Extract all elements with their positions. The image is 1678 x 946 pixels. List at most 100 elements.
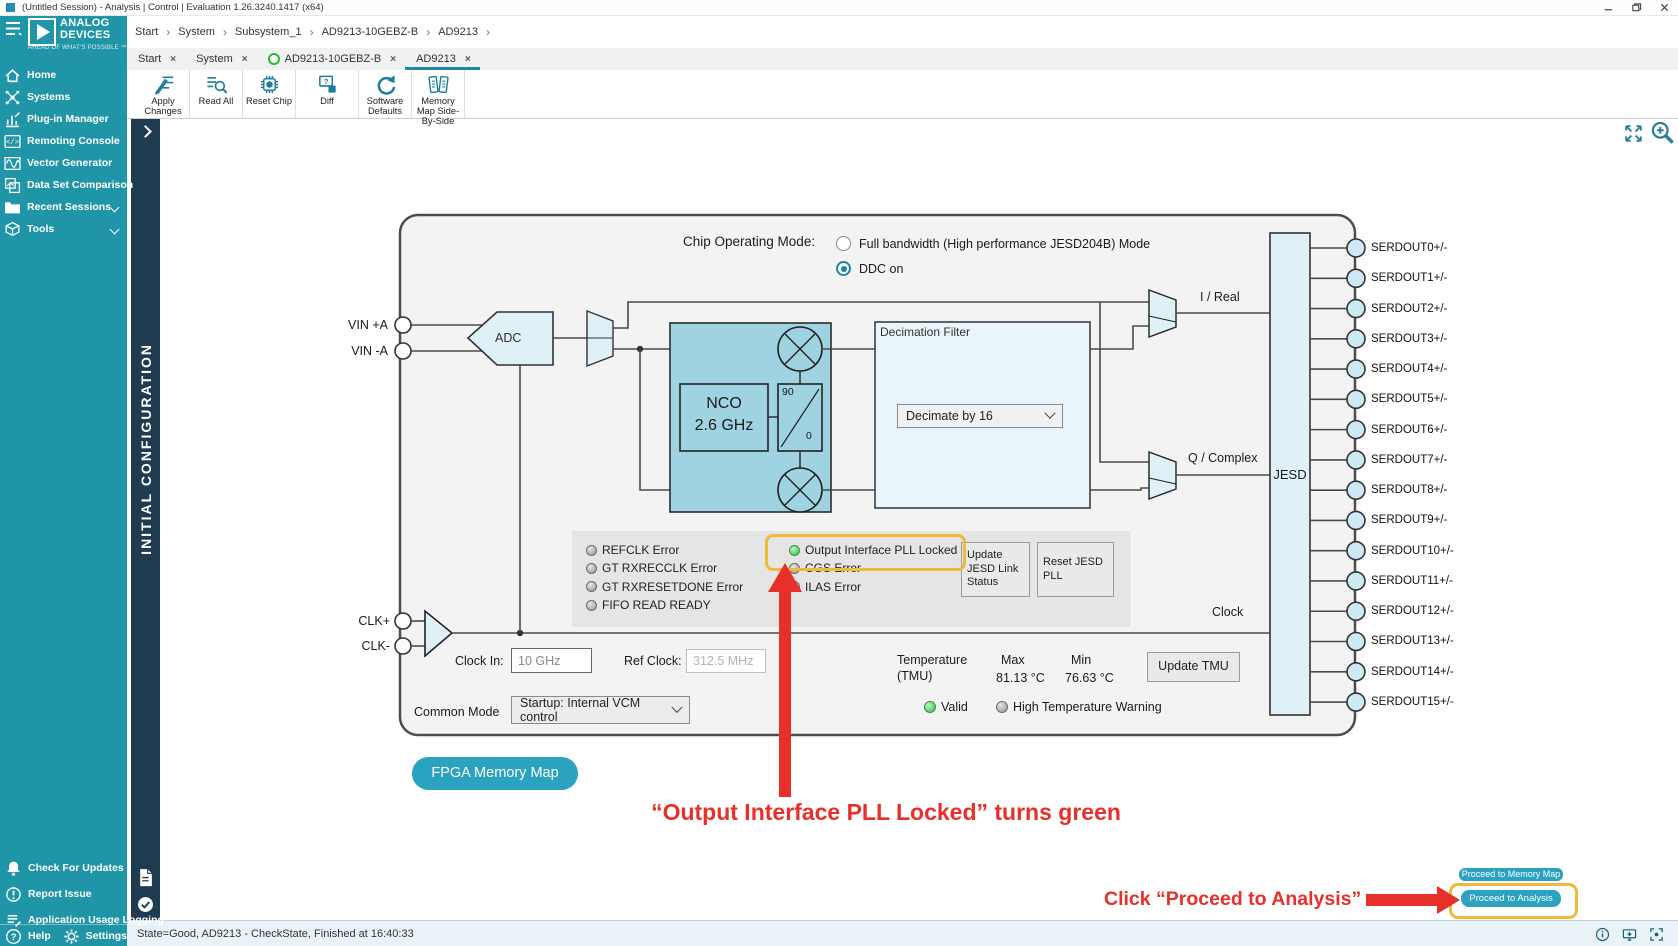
- tab-close-icon[interactable]: ×: [170, 53, 177, 65]
- app-icon: [6, 3, 15, 12]
- serdout-label: SERDOUT7+/-: [1371, 453, 1448, 466]
- status-led: [586, 562, 597, 574]
- serdout-pin: [1346, 268, 1366, 289]
- clock-buffer: [424, 609, 454, 658]
- sidebar-item[interactable]: Home: [0, 64, 127, 86]
- serdout-label: SERDOUT1+/-: [1371, 272, 1448, 285]
- clock-in-input[interactable]: [511, 648, 592, 673]
- expand-panel-icon[interactable]: [139, 125, 152, 138]
- toolbar-button[interactable]: Software Defaults: [359, 70, 412, 118]
- sidebar-item-icon: [4, 177, 21, 194]
- sidebar-item[interactable]: Tools: [0, 218, 127, 240]
- breadcrumb-item[interactable]: Subsystem_1: [234, 25, 302, 38]
- clk-plus-pin: [394, 612, 412, 630]
- radio-ddc-on[interactable]: DDC on: [836, 256, 1150, 281]
- close-button[interactable]: [1650, 0, 1678, 15]
- tab[interactable]: AD9213-10GEBZ-B ×: [257, 48, 405, 70]
- temperature-label: Temperature: [897, 653, 968, 667]
- sidebar-footer-item[interactable]: Report Issue: [0, 881, 127, 907]
- status-led: [789, 581, 800, 593]
- sidebar-footer: Check For Updates Report Issue Applicati…: [0, 855, 164, 933]
- tab-label: System: [196, 53, 233, 65]
- sidebar-item[interactable]: </> Remoting Console: [0, 130, 127, 152]
- reset-jesd-pll-button[interactable]: Reset JESD PLL: [1037, 542, 1114, 597]
- mixer-q: [777, 467, 823, 513]
- radio-full-bandwidth[interactable]: Full bandwidth (High performance JESD204…: [836, 231, 1150, 256]
- fit-to-view-icon[interactable]: [1623, 123, 1644, 144]
- menu-icon[interactable]: [4, 20, 24, 37]
- toolbar-button[interactable]: ? Diff: [296, 70, 359, 118]
- sidebar-footer-item[interactable]: Check For Updates: [0, 855, 127, 881]
- valid-led: [924, 701, 936, 713]
- sidebar-item[interactable]: Vector Generator: [0, 152, 127, 174]
- high-temp-warning-led: [996, 701, 1008, 713]
- sidebar-footer-icon: [5, 912, 22, 929]
- tab-close-icon[interactable]: ×: [390, 53, 397, 65]
- sidebar-item[interactable]: Data Set Comparison: [0, 174, 133, 196]
- radio-icon[interactable]: [836, 236, 851, 251]
- breadcrumb-item[interactable]: System: [178, 25, 215, 38]
- serdout-label: SERDOUT8+/-: [1371, 484, 1448, 497]
- settings-button[interactable]: Settings: [58, 926, 127, 946]
- radio-label: Full bandwidth (High performance JESD204…: [859, 236, 1151, 251]
- radio-label: DDC on: [859, 261, 904, 276]
- tab[interactable]: System ×: [185, 48, 257, 70]
- tab[interactable]: Start ×: [127, 48, 185, 70]
- status-column-right: Output Interface PLL Locked CGS Error IL…: [789, 541, 957, 596]
- serdout-label: SERDOUT15+/-: [1371, 695, 1454, 708]
- sidebar-item[interactable]: Systems: [0, 86, 127, 108]
- sidebar-footer-label: Report Issue: [28, 888, 92, 900]
- right-arrow-icon: [1437, 886, 1460, 914]
- sidebar-item[interactable]: Recent Sessions: [0, 196, 127, 218]
- clk-minus-label: CLK-: [361, 639, 390, 653]
- radio-icon[interactable]: [836, 261, 851, 276]
- remote-display-icon[interactable]: [1622, 927, 1637, 942]
- sidebar-footer-label: Check For Updates: [28, 862, 124, 874]
- breadcrumb-item[interactable]: AD9213: [438, 25, 478, 38]
- svg-text:?: ?: [323, 77, 328, 86]
- serdout-label: SERDOUT6+/-: [1371, 423, 1448, 436]
- breadcrumb-item[interactable]: Start: [135, 25, 159, 38]
- toolbar-button-label: Software Defaults: [366, 96, 404, 116]
- document-icon[interactable]: [137, 868, 154, 887]
- toolbar-button[interactable]: Read All: [190, 70, 243, 118]
- layout-frame-icon[interactable]: [1649, 927, 1664, 942]
- tab-close-icon[interactable]: ×: [241, 53, 248, 65]
- proceed-to-analysis-button[interactable]: Proceed to Analysis: [1461, 890, 1561, 907]
- tab[interactable]: AD9213 ×: [405, 48, 480, 70]
- breadcrumb-item[interactable]: AD9213-10GEBZ-B: [321, 25, 419, 38]
- toolbar-button[interactable]: Memory Map Side-By-Side: [412, 70, 465, 126]
- decimation-filter-title: Decimation Filter: [880, 325, 971, 339]
- restore-button[interactable]: [1622, 0, 1650, 15]
- clock-in-label: Clock In:: [455, 654, 504, 668]
- fpga-memory-map-button[interactable]: FPGA Memory Map: [412, 757, 578, 790]
- info-icon[interactable]: [1595, 927, 1610, 942]
- toolbar-button[interactable]: Reset Chip: [243, 70, 296, 118]
- status-column-left: REFCLK Error GT RXRECCLK Error GT RXRESE…: [586, 541, 743, 614]
- serdout-label: SERDOUT4+/-: [1371, 363, 1448, 376]
- minimize-button[interactable]: [1594, 0, 1622, 15]
- sidebar-item[interactable]: Plug-in Manager: [0, 108, 127, 130]
- update-tmu-button[interactable]: Update TMU: [1147, 652, 1240, 682]
- svg-text:?: ?: [11, 931, 17, 942]
- serdout-label: SERDOUT10+/-: [1371, 544, 1454, 557]
- tmu-label: (TMU): [897, 669, 933, 683]
- toolbar-button[interactable]: Apply Changes: [137, 70, 190, 118]
- high-temp-warning-label: High Temperature Warning: [1013, 700, 1162, 714]
- zoom-icon[interactable]: [1649, 119, 1676, 146]
- tab-close-icon[interactable]: ×: [464, 53, 471, 65]
- check-circle-icon[interactable]: [137, 896, 154, 914]
- proceed-to-memory-map-button[interactable]: Proceed to Memory Map: [1459, 868, 1563, 881]
- common-mode-select[interactable]: Startup: Internal VCM control: [511, 696, 690, 724]
- phase-90-label: 90: [782, 386, 794, 398]
- decimation-select[interactable]: Decimate by 16: [897, 404, 1063, 428]
- ref-clock-input[interactable]: [686, 649, 766, 673]
- sidebar-footer-item[interactable]: Application Usage Logging: [0, 907, 164, 933]
- help-button[interactable]: ? Help: [0, 926, 58, 946]
- vin-plus-label: VIN +A: [348, 318, 388, 332]
- update-jesd-link-status-button[interactable]: Update JESD Link Status: [961, 542, 1030, 597]
- serdout-labels: SERDOUT0+/-SERDOUT1+/-SERDOUT2+/-SERDOUT…: [1371, 233, 1454, 717]
- chevron-down-icon[interactable]: [109, 224, 120, 235]
